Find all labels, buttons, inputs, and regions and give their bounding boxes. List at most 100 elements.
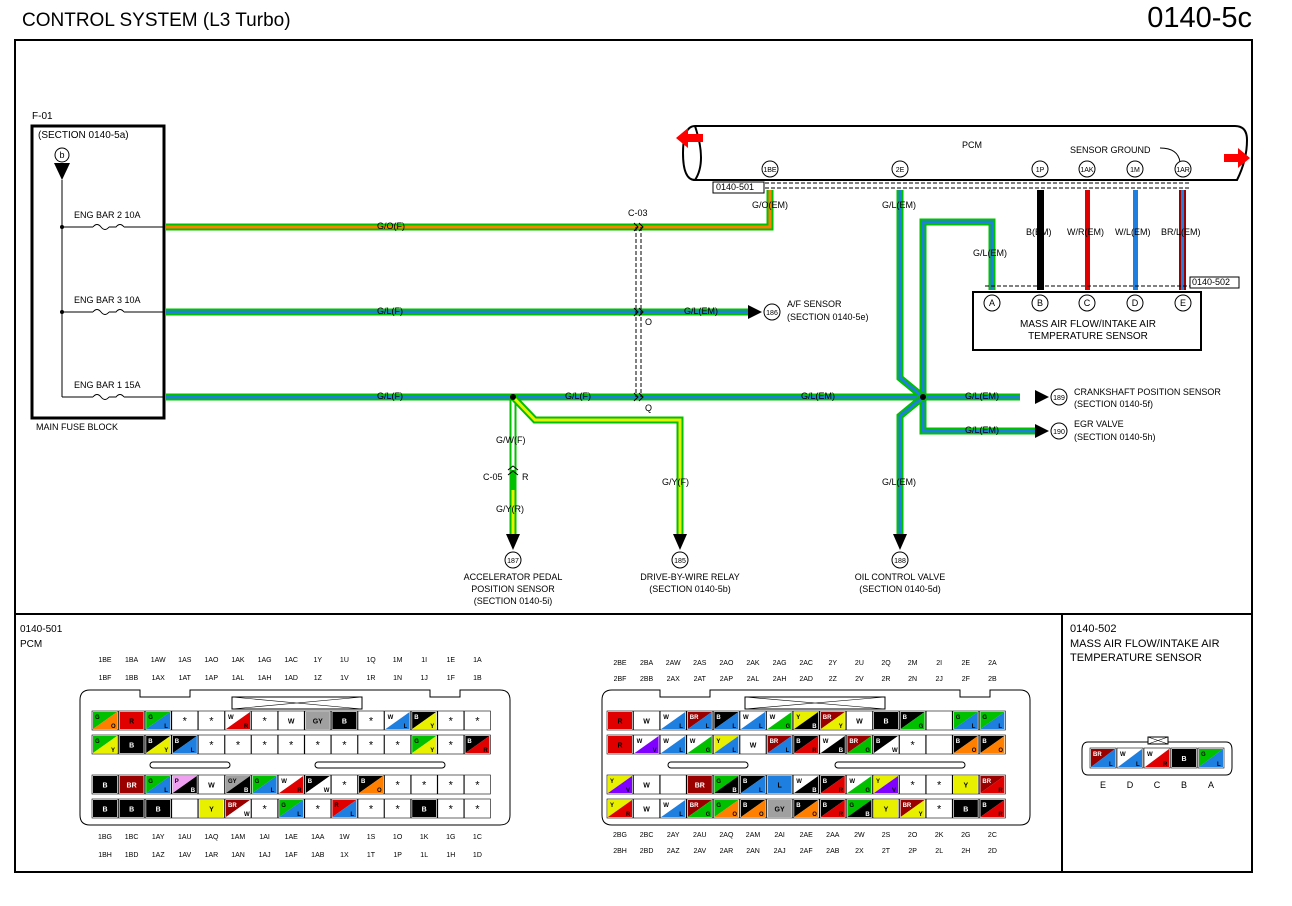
c1-cells-cell-0-14: *	[464, 710, 491, 731]
fuse-row-2: ENG BAR 3 10A	[60, 295, 164, 315]
svg-text:G: G	[95, 739, 100, 745]
pin-label: 2AL	[747, 676, 760, 683]
pin-label: 2AE	[800, 832, 814, 839]
c1-cells-cell-2-11: *	[384, 774, 411, 795]
pin-label: 1AM	[231, 834, 246, 841]
svg-text:*: *	[209, 740, 214, 752]
maf-cell-1: WL	[1116, 747, 1144, 769]
c2-cells-cell-3-4: GO	[713, 798, 740, 819]
svg-text:R: R	[522, 472, 529, 482]
svg-text:B: B	[361, 779, 366, 785]
svg-text:L: L	[679, 748, 683, 754]
wire-label-gl-em-af: G/L(EM)	[684, 306, 718, 316]
connector-b-label: b	[59, 150, 64, 160]
svg-text:B: B	[1181, 756, 1186, 763]
c2-cells-cell-2-10: YV	[872, 774, 900, 795]
svg-text:Y: Y	[796, 715, 800, 721]
c2-cells-cell-0-0: R	[606, 710, 634, 731]
svg-text:Y: Y	[876, 779, 880, 785]
c1-cells-cell-0-7: W	[277, 710, 305, 731]
pin-label: 1AK	[231, 657, 245, 664]
c2-cells-cell-0-4: BL	[713, 710, 740, 731]
pin-label: 1BC	[125, 834, 139, 841]
dest-drive-by-wire-relay: 185 DRIVE-BY-WIRE RELAY (SECTION 0140-5b…	[640, 534, 740, 594]
svg-text:ACCELERATOR PEDAL: ACCELERATOR PEDAL	[464, 572, 563, 582]
wire-b	[1037, 190, 1044, 290]
svg-text:(SECTION 0140-5f): (SECTION 0140-5f)	[1074, 399, 1153, 409]
pin-label: 2T	[882, 848, 891, 855]
pcm-pin-2e: 2E	[896, 167, 905, 174]
svg-text:G: G	[919, 724, 924, 730]
pin-label: 2Y	[829, 660, 838, 667]
svg-text:B: B	[148, 739, 153, 745]
svg-text:W: W	[643, 807, 650, 814]
c2-cells-cell-1-3: WG	[686, 734, 714, 755]
pin-label: 2AX	[667, 676, 681, 683]
pin-label: 2N	[908, 676, 917, 683]
c2-cells-cell-1-7: BR	[792, 734, 820, 755]
svg-text:W: W	[1147, 752, 1153, 758]
svg-text:B: B	[823, 779, 828, 785]
svg-text:W: W	[643, 783, 650, 790]
c1-cells-cell-2-8: BW	[304, 774, 332, 795]
connector-c03: C-03 O Q	[628, 208, 652, 413]
pin-label: 2U	[855, 660, 864, 667]
c2-cells-cell-2-5: BL	[739, 774, 767, 795]
c2-cells-cell-1-9: BRG	[846, 734, 873, 755]
pin-label: 1AT	[179, 675, 192, 682]
svg-text:B: B	[102, 783, 107, 790]
svg-text:Y: Y	[716, 739, 720, 745]
c1-cells-cell-2-3: PB	[171, 774, 199, 795]
maf-name-2: TEMPERATURE SENSOR	[1028, 331, 1148, 342]
pcm-pin-1ar: 1AR	[1176, 167, 1190, 174]
wire-wr	[1085, 190, 1090, 290]
svg-text:*: *	[937, 804, 942, 816]
svg-text:R: R	[129, 719, 134, 726]
svg-text:O: O	[759, 812, 764, 818]
svg-text:V: V	[626, 788, 630, 794]
c1-cells-cell-1-11: *	[384, 734, 411, 755]
c2-cells-cell-1-12	[925, 734, 953, 755]
svg-text:O: O	[111, 724, 116, 730]
pin-label: 2AO	[719, 660, 734, 667]
pin-label: 1BA	[125, 657, 139, 664]
svg-text:R: R	[483, 748, 488, 754]
svg-text:R: R	[617, 743, 622, 750]
pin-label: 1AS	[178, 657, 192, 664]
pin-label: 1G	[446, 834, 455, 841]
c2-cells-cell-0-5: WL	[739, 710, 767, 731]
svg-text:B: B	[342, 719, 347, 726]
pin-label: 2AJ	[774, 848, 786, 855]
svg-text:L: L	[786, 748, 790, 754]
svg-text:L: L	[759, 788, 763, 794]
svg-text:B: B	[102, 807, 107, 814]
c2-cells-cell-2-9: WG	[846, 774, 873, 795]
pin-label: 2P	[908, 848, 917, 855]
wire-label-wl-em: W/L(EM)	[1115, 227, 1151, 237]
pin-label: 2F	[962, 676, 970, 683]
c1-cells-cell-1-10: *	[357, 734, 385, 755]
svg-text:W: W	[281, 779, 287, 785]
c2-cells-cell-3-8: BR	[819, 798, 847, 819]
pin-label: 1AG	[258, 657, 272, 664]
wire-label-gl-f-main: G/L(F)	[377, 391, 403, 401]
svg-text:B: B	[129, 743, 134, 750]
svg-text:R: R	[839, 788, 844, 794]
svg-text:W: W	[663, 803, 669, 809]
c1-cells-cell-2-6: GL	[251, 774, 278, 795]
svg-text:*: *	[289, 740, 294, 752]
c1-cells-cell-0-8: GY	[304, 710, 332, 731]
svg-text:Y: Y	[430, 748, 434, 754]
pin-label: 2H	[961, 848, 970, 855]
pin-label: 1AH	[258, 675, 272, 682]
svg-text:B: B	[812, 788, 817, 794]
svg-text:B: B	[716, 715, 721, 721]
svg-text:*: *	[369, 716, 374, 728]
svg-text:*: *	[475, 780, 480, 792]
svg-text:B: B	[876, 739, 881, 745]
c2-cells-cell-3-1: W	[633, 798, 660, 819]
c1-cells-cell-2-2: GL	[144, 774, 172, 795]
svg-text:G: G	[148, 779, 153, 785]
